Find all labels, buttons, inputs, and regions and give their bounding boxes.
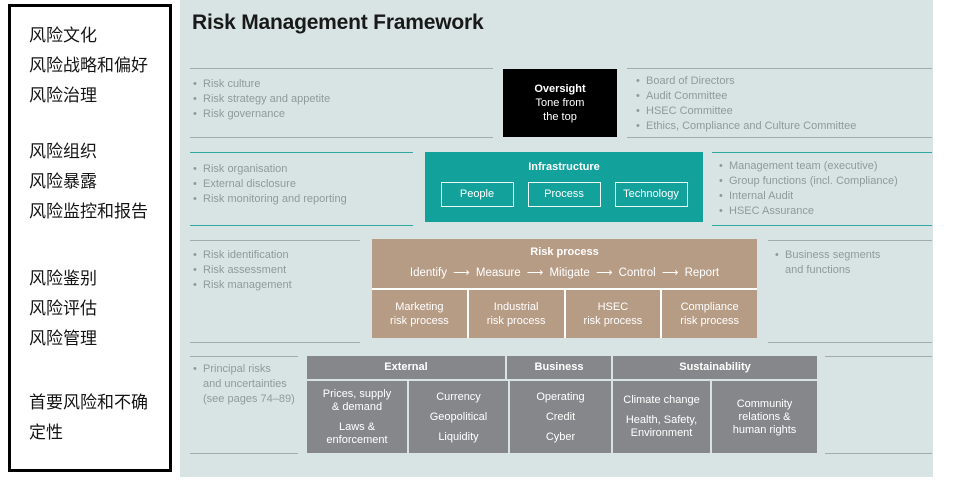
- bullet-item: Internal Audit: [718, 189, 932, 204]
- external-cell-2: Currency Geopolitical Liquidity: [409, 381, 508, 453]
- oversight-subtitle: Tone from the top: [535, 97, 585, 123]
- bullet-item: Risk assessment: [192, 263, 360, 278]
- sidebar-item: 风险治理: [29, 86, 97, 105]
- risk-process-header: Risk process Identify ⟶ Measure ⟶ Mitiga…: [372, 239, 757, 288]
- principal-risks-header-row: External Business Sustainability: [307, 356, 817, 379]
- bullet-item: HSEC Assurance: [718, 204, 932, 219]
- bullet-item: Risk identification: [192, 248, 360, 263]
- risk-item: Climate change: [623, 394, 700, 406]
- risk-process-box: Risk process Identify ⟶ Measure ⟶ Mitiga…: [372, 239, 757, 338]
- bullet-item: Risk strategy and appetite: [192, 92, 493, 107]
- bullet-item: Group functions (incl. Compliance): [718, 174, 932, 189]
- row3-left-bullet-list: Risk identification Risk assessment Risk…: [192, 248, 360, 293]
- sidebar-group-oversight: 风险文化 风险战略和偏好 风险治理: [29, 21, 169, 111]
- bullet-item: Risk organisation: [192, 162, 413, 177]
- risk-item: Credit: [545, 410, 576, 423]
- framework-panel: Risk Management Framework Risk culture R…: [180, 0, 933, 477]
- bullet-item: Risk management: [192, 278, 360, 293]
- row3-right-section: Business segments and functions: [768, 240, 932, 343]
- risk-item: Prices, supply & demand: [322, 387, 392, 413]
- sidebar-item: 风险战略和偏好: [29, 56, 148, 75]
- page-title: Risk Management Framework: [192, 11, 484, 34]
- risk-item: Community relations & human rights: [732, 397, 797, 436]
- bullet-item: HSEC Committee: [635, 104, 932, 119]
- risk-process-cells: Marketing risk process Industrial risk p…: [372, 290, 757, 338]
- oversight-title: Oversight: [534, 83, 586, 95]
- sustainability-header: Sustainability: [613, 356, 817, 379]
- infrastructure-title: Infrastructure: [528, 161, 600, 173]
- compliance-risk-process-cell: Compliance risk process: [662, 290, 757, 338]
- row2-left-section: Risk organisation External disclosure Ri…: [190, 152, 413, 226]
- risk-process-title: Risk process: [530, 246, 599, 258]
- sidebar-item: 风险鉴别: [29, 269, 97, 288]
- row2-right-bullet-list: Management team (executive) Group functi…: [718, 159, 932, 219]
- row4-right-section: [825, 356, 932, 454]
- bullet-item: Risk governance: [192, 107, 493, 122]
- infrastructure-components: People Process Technology: [425, 182, 703, 207]
- row2-left-bullet-list: Risk organisation External disclosure Ri…: [192, 162, 413, 207]
- bullet-item: Board of Directors: [635, 74, 932, 89]
- infrastructure-box: Infrastructure People Process Technology: [425, 152, 703, 222]
- row3-left-section: Risk identification Risk assessment Risk…: [190, 240, 360, 343]
- risk-item: Liquidity: [438, 430, 479, 443]
- row4-left-bullet-list: Principal risks and uncertainties (see p…: [192, 362, 298, 407]
- bullet-item: External disclosure: [192, 177, 413, 192]
- row4-left-section: Principal risks and uncertainties (see p…: [190, 356, 298, 454]
- sidebar-group-risk-process: 风险鉴别 风险评估 风险管理: [29, 264, 169, 354]
- sustainability-cell-2: Community relations & human rights: [712, 381, 817, 453]
- translation-sidebar: 风险文化 风险战略和偏好 风险治理 风险组织 风险暴露 风险监控和报告 风险鉴别…: [8, 4, 172, 472]
- risk-item: Currency: [436, 390, 481, 403]
- sidebar-item: 风险管理: [29, 329, 97, 348]
- bullet-item: Management team (executive): [718, 159, 932, 174]
- row1-left-bullet-list: Risk culture Risk strategy and appetite …: [192, 77, 493, 122]
- bullet-item: Risk culture: [192, 77, 493, 92]
- risk-process-flow: Identify ⟶ Measure ⟶ Mitigate ⟶ Control …: [409, 267, 720, 279]
- bullet-item: Business segments and functions: [774, 248, 932, 278]
- row2-right-section: Management team (executive) Group functi…: [712, 152, 932, 226]
- business-cell: Operating Credit Cyber: [510, 381, 611, 453]
- sidebar-item: 风险文化: [29, 26, 97, 45]
- people-box: People: [440, 182, 514, 207]
- sidebar-item: 首要风险和不确定性: [29, 393, 148, 442]
- process-box: Process: [527, 182, 601, 207]
- risk-item: Geopolitical: [429, 410, 488, 423]
- oversight-box: Oversight Tone from the top: [503, 69, 617, 137]
- sidebar-item: 风险组织: [29, 142, 97, 161]
- sidebar-item: 风险监控和报告: [29, 202, 148, 221]
- hsec-risk-process-cell: HSEC risk process: [565, 290, 661, 338]
- risk-item: Laws & enforcement: [326, 420, 388, 446]
- bullet-item: Risk monitoring and reporting: [192, 192, 413, 207]
- risk-item: Operating: [536, 390, 585, 403]
- external-cell-1: Prices, supply & demand Laws & enforceme…: [307, 381, 407, 453]
- sustainability-cell-1: Climate change Health, Safety, Environme…: [613, 381, 710, 453]
- principal-risks-table: External Business Sustainability Prices,…: [307, 356, 817, 453]
- row1-right-bullet-list: Board of Directors Audit Committee HSEC …: [635, 74, 932, 134]
- risk-item: Health, Safety, Environment: [625, 414, 698, 439]
- risk-item: Cyber: [545, 430, 576, 443]
- sidebar-item: 风险暴露: [29, 172, 97, 191]
- sidebar-group-principal-risks: 首要风险和不确定性: [29, 388, 155, 448]
- technology-box: Technology: [614, 182, 688, 207]
- marketing-risk-process-cell: Marketing risk process: [372, 290, 467, 338]
- row3-right-bullet-list: Business segments and functions: [774, 248, 932, 278]
- sidebar-group-infrastructure: 风险组织 风险暴露 风险监控和报告: [29, 137, 169, 227]
- row1-left-section: Risk culture Risk strategy and appetite …: [190, 68, 493, 138]
- sidebar-item: 风险评估: [29, 299, 97, 318]
- principal-risks-body-row: Prices, supply & demand Laws & enforceme…: [307, 381, 817, 453]
- industrial-risk-process-cell: Industrial risk process: [468, 290, 564, 338]
- bullet-item: Ethics, Compliance and Culture Committee: [635, 119, 932, 134]
- row1-right-section: Board of Directors Audit Committee HSEC …: [627, 68, 932, 138]
- bullet-item: Principal risks and uncertainties (see p…: [192, 362, 298, 407]
- business-header: Business: [507, 356, 611, 379]
- external-header: External: [307, 356, 505, 379]
- bullet-item: Audit Committee: [635, 89, 932, 104]
